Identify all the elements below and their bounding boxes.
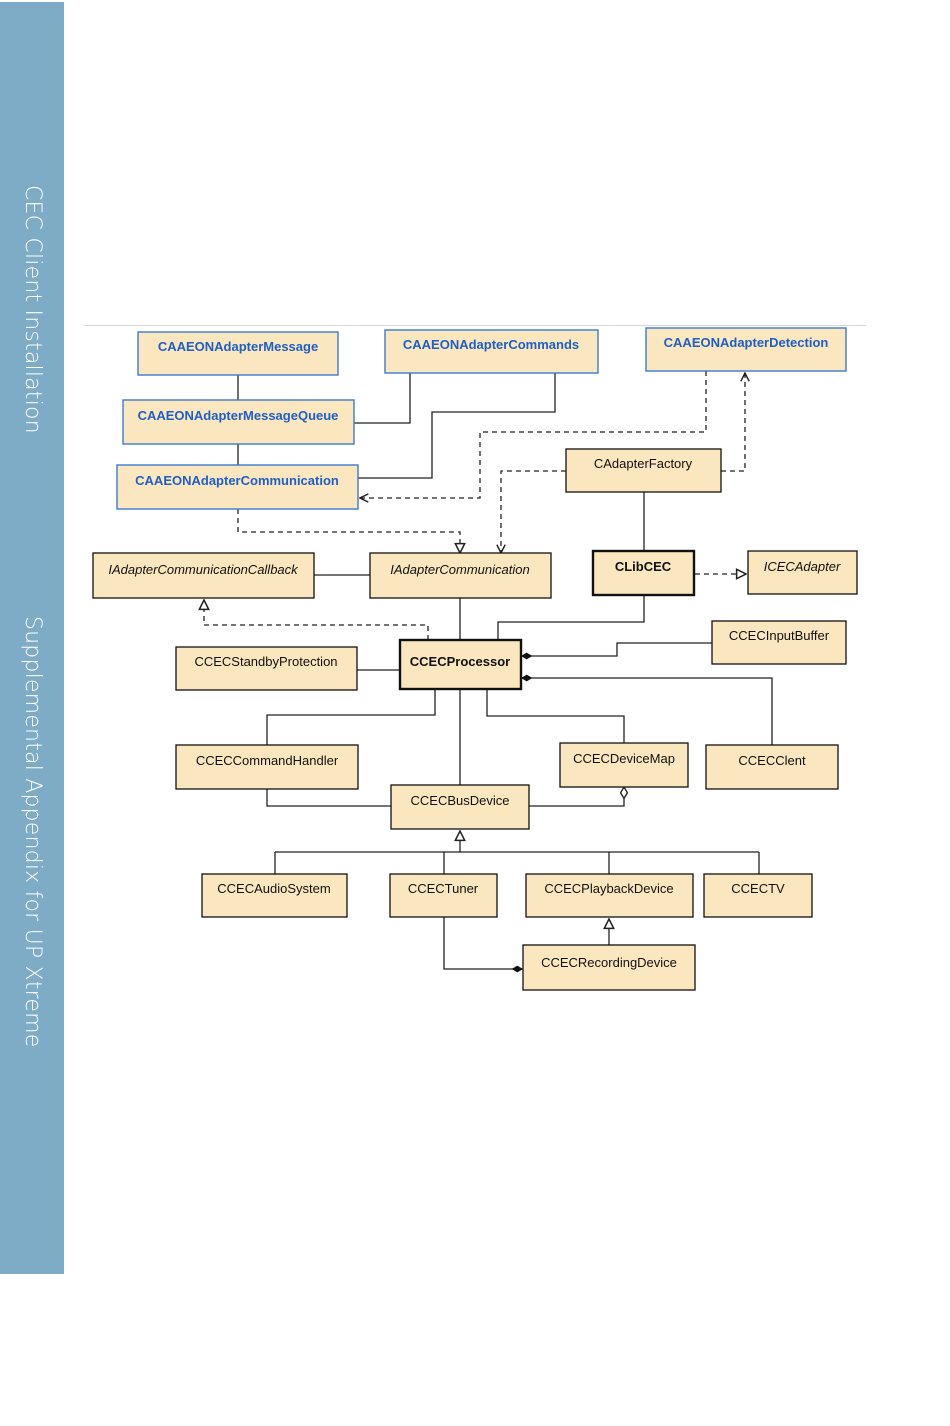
class-cceclient: CCECClent bbox=[705, 744, 839, 790]
class-label: CAAEONAdapterDetection bbox=[664, 335, 829, 350]
class-label: CCECTV bbox=[731, 881, 785, 896]
class-label: ICECAdapter bbox=[764, 559, 841, 574]
link-factory-detection bbox=[721, 373, 745, 472]
class-ccecstandbyprotection: CCECStandbyProtection bbox=[175, 646, 358, 691]
class-label: CAAEONAdapterCommunication bbox=[135, 473, 339, 488]
link-inputbuffer-processor bbox=[520, 642, 712, 660]
class-iadaptercommunication: IAdapterCommunication bbox=[369, 552, 552, 599]
class-ccecaudiosystem: CCECAudioSystem bbox=[201, 873, 348, 918]
class-cadapterfactory: CAdapterFactory bbox=[565, 448, 722, 493]
class-label: CAdapterFactory bbox=[594, 456, 693, 471]
class-clibcec: CLibCEC bbox=[591, 549, 696, 597]
link-detection-communication bbox=[360, 371, 707, 498]
link-processor-callback bbox=[204, 600, 429, 640]
class-ccectv: CCECTV bbox=[703, 873, 813, 918]
class-caaeonadaptercommunication: CAAEONAdapterCommunication bbox=[116, 464, 359, 510]
link-processor-devicemap bbox=[486, 689, 625, 743]
link-commandhandler-busdevice bbox=[266, 789, 391, 807]
class-icecadapter: ICECAdapter bbox=[747, 550, 858, 595]
link-factory-iadapter bbox=[501, 470, 566, 553]
class-label: IAdapterCommunication bbox=[390, 562, 529, 577]
class-label: CCECRecordingDevice bbox=[541, 955, 677, 970]
link-busdevice-devicemap bbox=[529, 785, 629, 807]
link-libcec-processor bbox=[497, 596, 645, 640]
class-label: CAAEONAdapterCommands bbox=[403, 337, 579, 352]
link-commands-communication bbox=[358, 373, 556, 479]
class-ccecplaybackdevice: CCECPlaybackDevice bbox=[525, 873, 694, 918]
class-ccecdevicemap: CCECDeviceMap bbox=[559, 742, 689, 788]
class-cceccommandhandler: CCECCommandHandler bbox=[175, 744, 359, 790]
link-commands-queue bbox=[354, 373, 411, 424]
link-processor-commandhandler bbox=[266, 689, 436, 745]
class-caaeonadaptermessagequeue: CAAEONAdapterMessageQueue bbox=[122, 399, 355, 445]
class-label: CCECStandbyProtection bbox=[194, 654, 337, 669]
class-ccecprocessor: CCECProcessor bbox=[398, 638, 523, 691]
class-label: CCECBusDevice bbox=[411, 793, 510, 808]
class-label: IAdapterCommunicationCallback bbox=[108, 562, 299, 577]
link-communication-iadapter bbox=[237, 509, 460, 553]
class-caaeonadapterdetection: CAAEONAdapterDetection bbox=[645, 327, 847, 372]
class-ccectuner: CCECTuner bbox=[389, 873, 498, 918]
link-client-processor bbox=[520, 674, 773, 745]
class-boxes: CAAEONAdapterMessage CAAEONAdapterComman… bbox=[92, 327, 858, 991]
class-label: CAAEONAdapterMessage bbox=[158, 339, 318, 354]
class-ccecrecordingdevice: CCECRecordingDevice bbox=[522, 944, 696, 991]
class-label: CLibCEC bbox=[615, 559, 672, 574]
sidebar: CEC Client Installation Supplemental App… bbox=[0, 2, 64, 1274]
class-label: CCECCommandHandler bbox=[196, 753, 339, 768]
class-label: CCECDeviceMap bbox=[573, 751, 675, 766]
class-caaeonadaptermessage: CAAEONAdapterMessage bbox=[137, 331, 339, 376]
divider bbox=[84, 325, 866, 326]
class-label: CCECClent bbox=[738, 753, 806, 768]
class-label: CCECPlaybackDevice bbox=[544, 881, 673, 896]
link-tuner-recording bbox=[443, 917, 523, 973]
class-caaeonadaptercommands: CAAEONAdapterCommands bbox=[384, 329, 599, 374]
class-label: CCECTuner bbox=[408, 881, 479, 896]
class-iadaptercommunicationcallback: IAdapterCommunicationCallback bbox=[92, 552, 315, 599]
class-label: CCECProcessor bbox=[410, 654, 510, 669]
connectors bbox=[204, 371, 773, 973]
class-label: CAAEONAdapterMessageQueue bbox=[138, 408, 339, 423]
class-label: CCECInputBuffer bbox=[729, 628, 830, 643]
class-ccecbusdevice: CCECBusDevice bbox=[390, 784, 530, 830]
class-label: CCECAudioSystem bbox=[217, 881, 330, 896]
class-ccecinputbuffer: CCECInputBuffer bbox=[711, 620, 847, 665]
